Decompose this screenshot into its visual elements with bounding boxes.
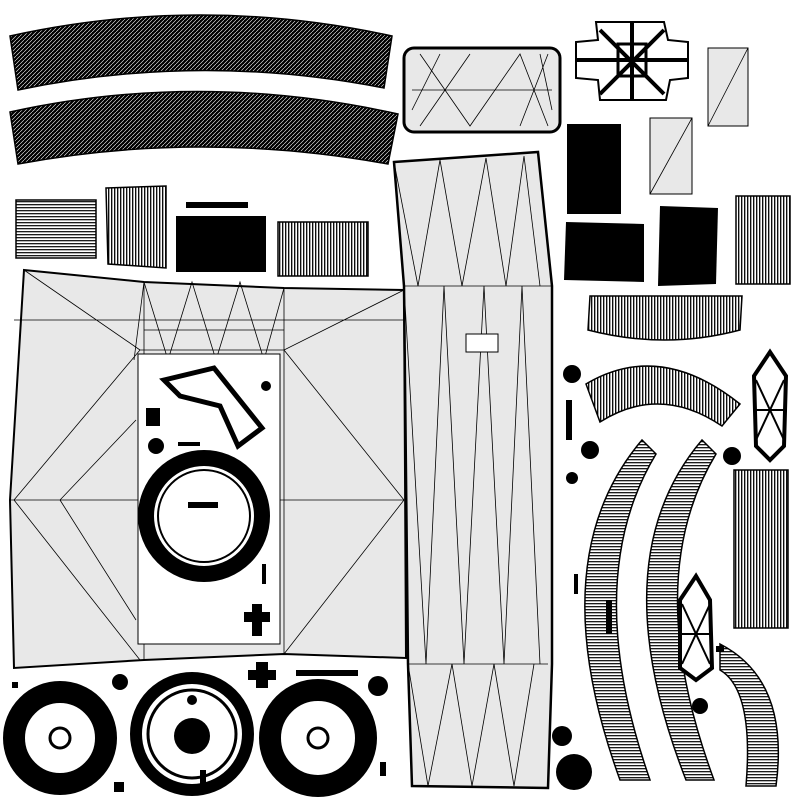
uv-island-thin-bar [186,202,248,208]
uv-island-tall-strip [392,150,554,790]
uv-island-disk-bottom-1 [3,681,117,795]
uv-island-hatched-block-1 [15,199,97,259]
uv-island-arc-long-1 [584,438,657,781]
uv-island-dot-2 [261,381,271,391]
uv-island-small-panel-2 [649,117,693,195]
uv-island-black-block-2 [564,222,644,282]
uv-island-top-band-2 [9,90,399,165]
uv-island-hatched-block-right [735,195,791,285]
uv-island-lattice-pod-1 [751,348,789,463]
uv-island-lattice-pod-2 [678,572,715,683]
uv-island-rounded-panel [402,46,562,134]
uv-island-arc-band-1 [587,295,743,341]
uv-island-small-bar-center [188,502,218,508]
uv-island-wedge [159,365,266,450]
uv-island-hatched-vertical-right [733,469,789,629]
uv-island-small-bits [12,365,741,792]
uv-island-cross [575,21,689,101]
uv-island-black-block-4 [176,216,266,272]
uv-island-arc-band-3 [719,642,780,787]
uv-island-hatched-block-2 [105,185,167,269]
uv-island-disk-bottom-3 [259,679,377,797]
uv-island-black-block-1 [567,124,621,214]
uv-island-small-panel-1 [707,47,749,127]
uv-island-arc-long-2 [645,438,717,781]
uv-island-main-shell [8,268,408,670]
uv-island-dot-1 [148,438,164,454]
uv-island-disk-center-ring [138,450,270,582]
uv-island-top-band-1 [9,14,393,91]
uv-island-black-block-3 [658,206,718,286]
uv-island-arc-band-2 [585,365,742,428]
uv-island-hatched-block-3 [277,221,369,277]
uv-island-plus-shape [244,604,270,636]
uv-island-disk-bottom-2 [130,672,254,796]
